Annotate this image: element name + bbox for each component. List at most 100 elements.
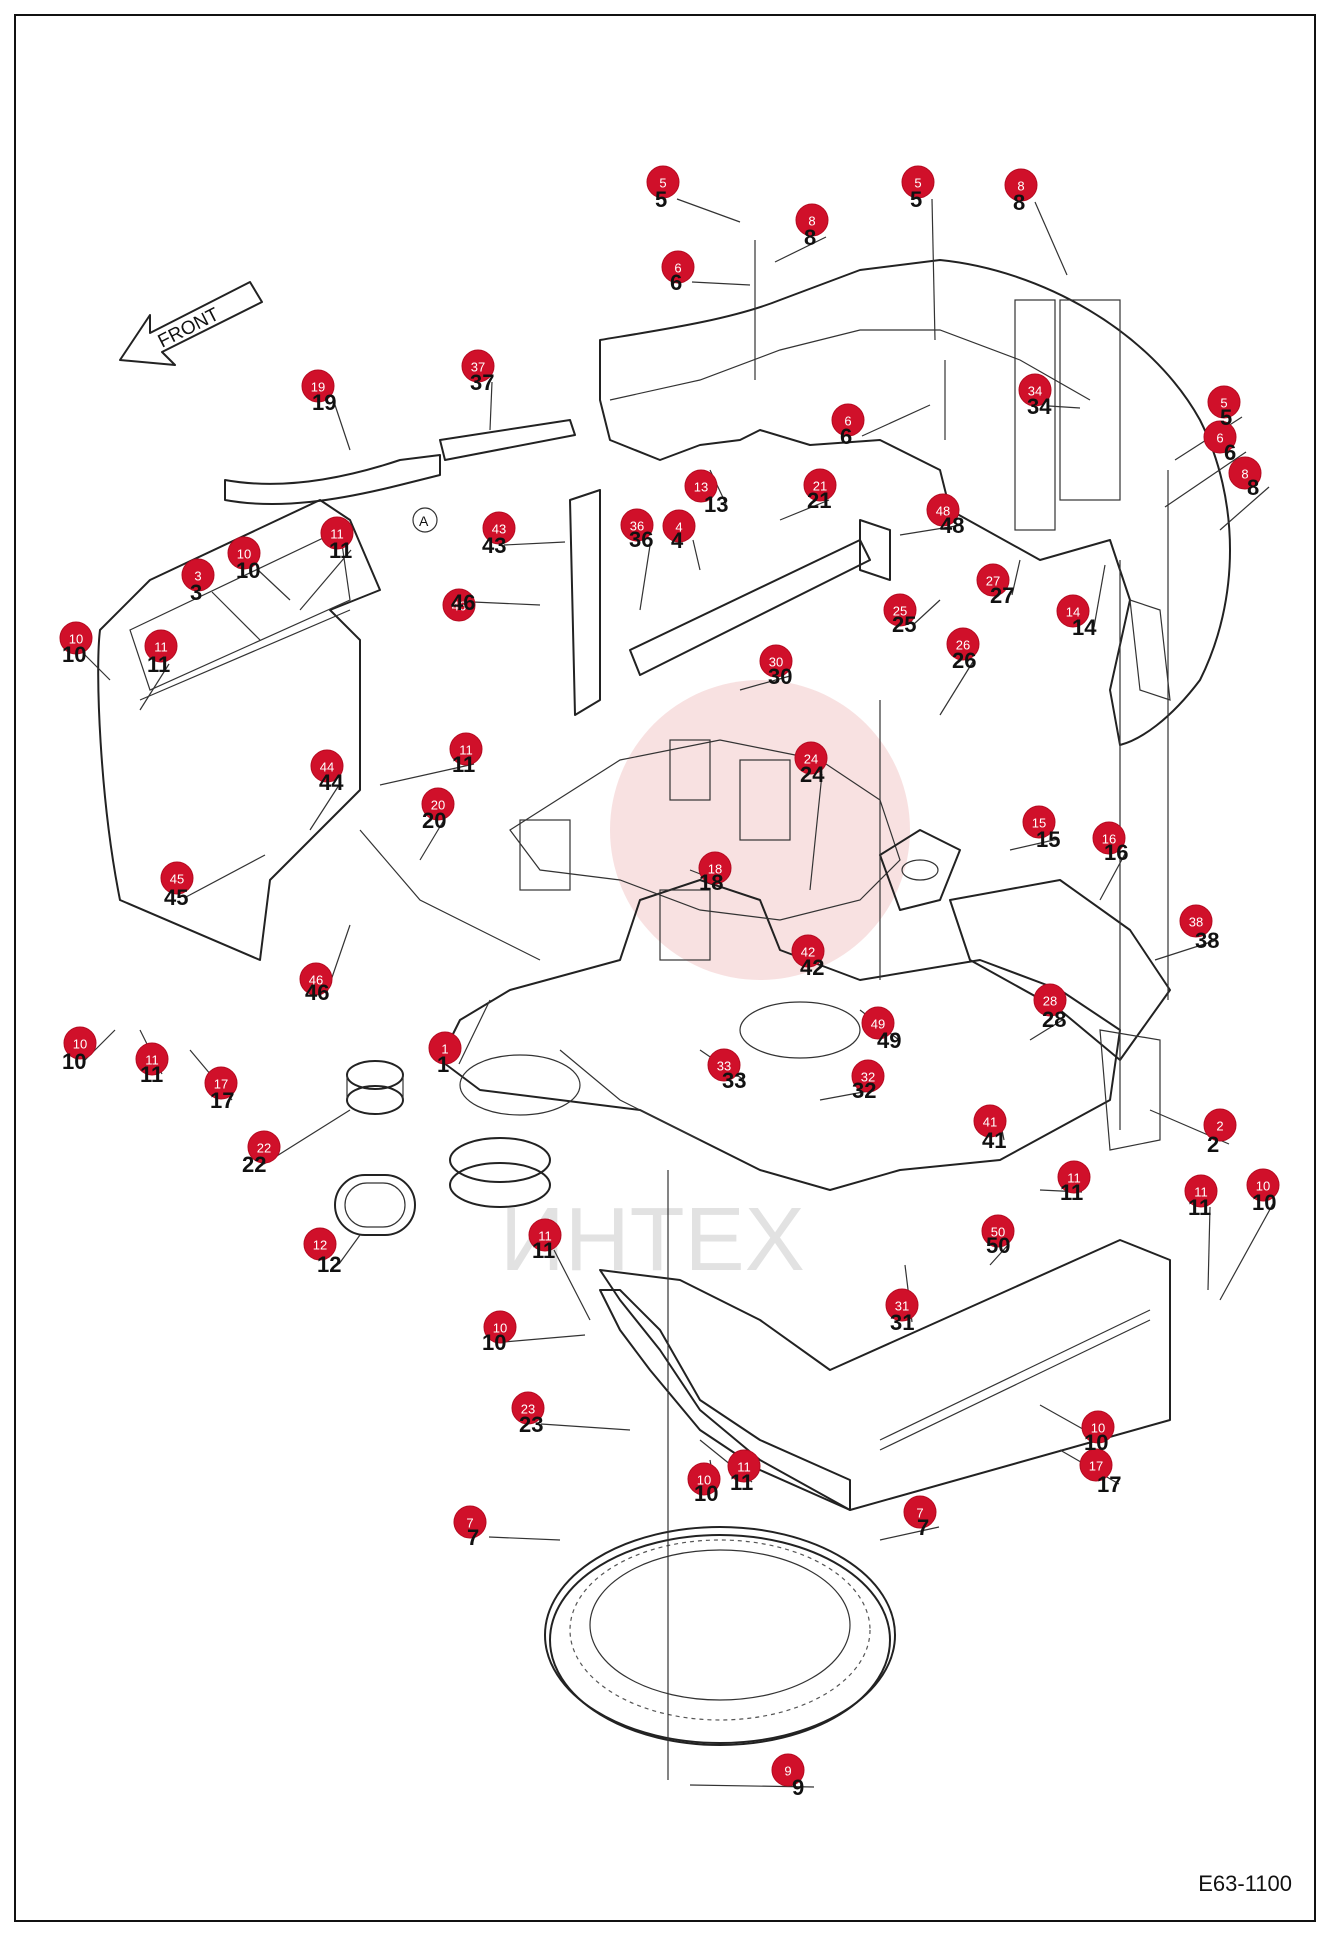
- marker-circle: [687, 1462, 721, 1496]
- callout-marker-7[interactable]: 7: [903, 1495, 937, 1529]
- callout-marker-5[interactable]: 5: [646, 165, 680, 199]
- part-label-4: 4: [671, 528, 684, 553]
- watermark: ИНТЕХ: [500, 680, 910, 1290]
- marker-number: 10: [73, 1037, 87, 1052]
- part-label-11: 11: [532, 1238, 555, 1263]
- leader-line: [185, 854, 266, 898]
- part-label-10: 10: [694, 1481, 718, 1506]
- callout-marker-42[interactable]: 42: [791, 934, 825, 968]
- callout-marker-22[interactable]: 22: [247, 1130, 281, 1164]
- callout-marker-15[interactable]: 15: [1022, 805, 1056, 839]
- callout-marker-4[interactable]: 4: [662, 509, 696, 543]
- callout-marker-44[interactable]: 44: [310, 749, 344, 783]
- callout-marker-25[interactable]: 25: [883, 593, 917, 627]
- callout-marker-48[interactable]: 48: [926, 493, 960, 527]
- marker-number: 10: [69, 632, 83, 647]
- part-label-43: 43: [482, 533, 506, 558]
- part-label-10: 10: [236, 558, 260, 583]
- callout-marker-20[interactable]: 20: [421, 787, 455, 821]
- callout-marker-6[interactable]: 6: [1203, 420, 1237, 454]
- callout-marker-17[interactable]: 17: [204, 1066, 238, 1100]
- callout-marker-10[interactable]: 10: [1246, 1168, 1280, 1202]
- callout-marker-28[interactable]: 28: [1033, 983, 1067, 1017]
- callout-marker-10[interactable]: 10: [483, 1310, 517, 1344]
- callout-marker-12[interactable]: 12: [303, 1227, 337, 1261]
- callout-marker-10[interactable]: 10: [59, 621, 93, 655]
- marker-number: 25: [893, 604, 907, 619]
- callout-marker-37[interactable]: 37: [461, 349, 495, 383]
- callout-marker-1[interactable]: 1: [428, 1031, 462, 1065]
- callout-marker-36[interactable]: 36: [620, 508, 654, 542]
- callout-marker-7[interactable]: 7: [453, 1505, 487, 1539]
- part-label-31: 31: [890, 1310, 914, 1335]
- callout-marker-16[interactable]: 16: [1092, 821, 1126, 855]
- marker-number: 7: [466, 1516, 473, 1531]
- callout-marker-10[interactable]: 10: [1081, 1410, 1115, 1444]
- callout-marker-23[interactable]: 23: [511, 1391, 545, 1425]
- callout-marker-11[interactable]: 11: [727, 1449, 761, 1483]
- callout-marker-10[interactable]: 10: [63, 1026, 97, 1060]
- callout-marker-26[interactable]: 26: [946, 627, 980, 661]
- callout-marker-11[interactable]: 11: [449, 732, 483, 766]
- callout-marker-9[interactable]: 9: [771, 1753, 805, 1787]
- marker-number: 6: [1216, 431, 1223, 446]
- callout-marker-3[interactable]: 3: [181, 558, 215, 592]
- callout-marker-2[interactable]: 2: [1203, 1108, 1237, 1142]
- callout-marker-17[interactable]: 17: [1079, 1448, 1113, 1482]
- callout-marker-10[interactable]: 10: [227, 536, 261, 570]
- callout-marker-13[interactable]: 13: [684, 469, 718, 503]
- callout-marker-5[interactable]: 5: [1207, 385, 1241, 419]
- part-label-17: 17: [210, 1088, 234, 1113]
- marker-number: 1: [441, 1042, 448, 1057]
- callout-marker-8[interactable]: 8: [1004, 168, 1038, 202]
- callout-marker-6[interactable]: 6: [831, 403, 865, 437]
- callout-marker-27[interactable]: 27: [976, 563, 1010, 597]
- callout-marker-31[interactable]: 31: [885, 1288, 919, 1322]
- leader-line: [1034, 201, 1068, 276]
- callout-marker-8[interactable]: 8: [1228, 456, 1262, 490]
- callout-marker-8[interactable]: 8: [795, 203, 829, 237]
- callout-marker-10[interactable]: 10: [687, 1462, 721, 1496]
- marker-circle: [926, 493, 960, 527]
- callout-marker-11[interactable]: 11: [1057, 1160, 1091, 1194]
- callout-marker-11[interactable]: 11: [144, 629, 178, 663]
- callout-marker-34[interactable]: 34: [1018, 373, 1052, 407]
- callout-marker-11[interactable]: 11: [320, 516, 354, 550]
- callout-marker-50[interactable]: 50: [981, 1214, 1015, 1248]
- callout-marker-32[interactable]: 32: [851, 1059, 885, 1093]
- part-label-46: 46: [451, 590, 475, 615]
- callout-marker-11[interactable]: 11: [1184, 1174, 1218, 1208]
- callout-marker-18[interactable]: 18: [698, 851, 732, 885]
- callout-marker-21[interactable]: 21: [803, 468, 837, 502]
- marker-number: 11: [1194, 1185, 1208, 1200]
- callout-marker-46[interactable]: 46: [442, 588, 476, 622]
- callout-marker-30[interactable]: 30: [759, 644, 793, 678]
- part-label-50: 50: [986, 1233, 1010, 1258]
- callout-marker-11[interactable]: 11: [135, 1042, 169, 1076]
- callout-marker-11[interactable]: 11: [528, 1218, 562, 1252]
- part-label-49: 49: [877, 1028, 901, 1053]
- callout-marker-46[interactable]: 46: [299, 962, 333, 996]
- leader-line: [333, 401, 351, 451]
- swing-bracket: [879, 829, 961, 911]
- callout-marker-24[interactable]: 24: [794, 741, 828, 775]
- marker-circle: [646, 165, 680, 199]
- callout-marker-38[interactable]: 38: [1179, 904, 1213, 938]
- callout-marker-6[interactable]: 6: [661, 250, 695, 284]
- marker-number: 45: [170, 872, 184, 887]
- marker-number: 43: [492, 522, 506, 537]
- gasket-part-12: [334, 1174, 416, 1236]
- callout-marker-49[interactable]: 49: [861, 1006, 895, 1040]
- marker-circle: [301, 369, 335, 403]
- callout-marker-45[interactable]: 45: [160, 861, 194, 895]
- detail-mark-a: A: [419, 513, 429, 529]
- callout-marker-5[interactable]: 5: [901, 165, 935, 199]
- callout-marker-41[interactable]: 41: [973, 1104, 1007, 1138]
- marker-number: 5: [1220, 396, 1227, 411]
- marker-number: 28: [1043, 994, 1057, 1009]
- callout-marker-14[interactable]: 14: [1056, 594, 1090, 628]
- callout-marker-43[interactable]: 43: [482, 511, 516, 545]
- leader-line: [1029, 1018, 1065, 1041]
- callout-marker-33[interactable]: 33: [707, 1048, 741, 1082]
- callout-marker-19[interactable]: 19: [301, 369, 335, 403]
